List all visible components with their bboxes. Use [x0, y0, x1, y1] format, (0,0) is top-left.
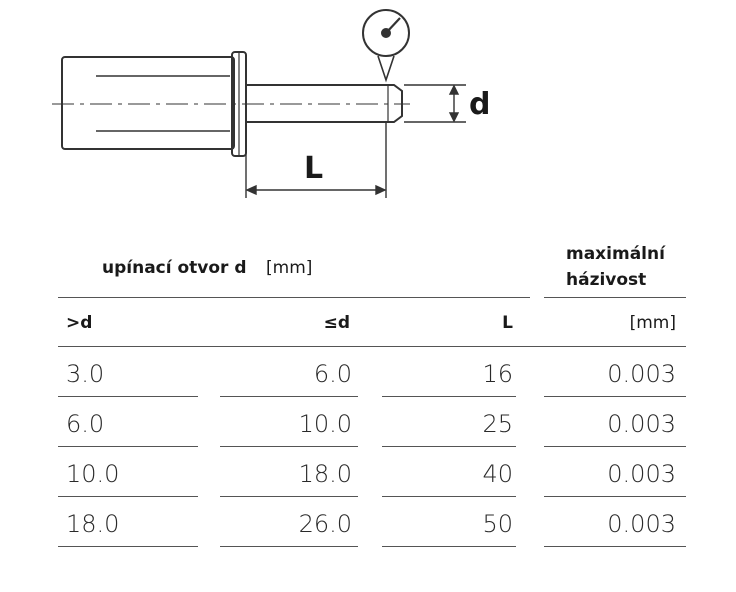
- row-rule: [58, 496, 198, 497]
- col-header-L: L: [502, 313, 513, 333]
- L-label: L: [304, 151, 323, 186]
- cell-L: 25: [482, 410, 513, 438]
- collet-body: [61, 56, 235, 150]
- cell-L: 50: [482, 510, 513, 538]
- header-rule-left: [58, 297, 530, 298]
- group-header-unit: [mm]: [266, 258, 313, 278]
- cell-runout: 0.003: [607, 460, 676, 488]
- L-dimension: [245, 122, 387, 198]
- row-rule: [220, 396, 358, 397]
- row-rule: [544, 546, 686, 547]
- d-dimension: [404, 84, 466, 123]
- cell-runout: 0.003: [607, 410, 676, 438]
- row-rule: [58, 396, 198, 397]
- row-rule: [220, 546, 358, 547]
- cell-runout: 0.003: [607, 510, 676, 538]
- cell-runout: 0.003: [607, 360, 676, 388]
- cell-min-d: 18.0: [66, 510, 120, 538]
- row-rule: [220, 446, 358, 447]
- group-header-text: upínací otvor d: [102, 258, 247, 278]
- cell-min-d: 6.0: [66, 410, 105, 438]
- row-rule: [382, 446, 516, 447]
- col-header-max-d: ≤d: [323, 313, 350, 333]
- row-rule: [382, 496, 516, 497]
- row-rule: [58, 446, 198, 447]
- row-rule: [544, 496, 686, 497]
- row-rule: [58, 546, 198, 547]
- dial-gauge-icon: [362, 9, 410, 83]
- cell-L: 16: [482, 360, 513, 388]
- cell-max-d: 18.0: [298, 460, 352, 488]
- cell-max-d: 26.0: [298, 510, 352, 538]
- row-rule: [220, 496, 358, 497]
- collet-drawing: d L: [52, 9, 490, 198]
- column-header-rule: [58, 346, 686, 347]
- row-rule: [544, 446, 686, 447]
- col-header-min-d: >d: [66, 313, 93, 333]
- cell-min-d: 10.0: [66, 460, 120, 488]
- col-header-unit: [mm]: [629, 313, 676, 333]
- cell-min-d: 3.0: [66, 360, 105, 388]
- d-label: d: [469, 87, 490, 122]
- row-rule: [544, 396, 686, 397]
- row-rule: [382, 546, 516, 547]
- cell-max-d: 10.0: [298, 410, 352, 438]
- cell-L: 40: [482, 460, 513, 488]
- runout-header-line1: maximální: [566, 244, 665, 264]
- header-rule-right: [544, 297, 686, 298]
- runout-header-line2: házivost: [566, 270, 647, 290]
- row-rule: [382, 396, 516, 397]
- cell-max-d: 6.0: [313, 360, 352, 388]
